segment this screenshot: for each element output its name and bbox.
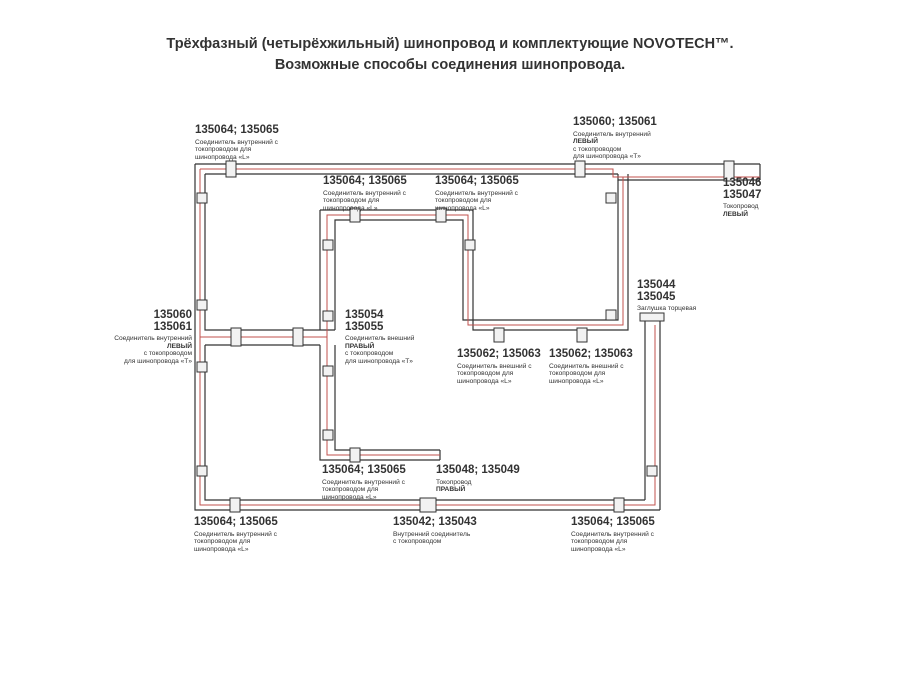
connector [605,309,617,321]
connector [322,365,334,377]
connector [349,447,361,463]
connector [613,497,625,513]
track-left-inner-top [204,174,335,331]
connector [646,465,658,477]
connector [576,327,588,343]
connector [605,192,617,204]
track-branch [319,345,440,461]
connector [196,192,208,204]
end-cap [639,312,665,322]
connector [292,327,304,347]
connector [322,239,334,251]
connector [574,160,586,178]
connector [196,465,208,477]
connector [493,327,505,343]
connector [322,429,334,441]
track-left-outer [194,164,660,511]
connector [196,299,208,311]
label-end-cap: 135044 135045 Заглушка торцевая [637,279,697,312]
connector [464,239,476,251]
connector [230,327,242,347]
connector [349,207,361,223]
connector [723,160,735,182]
connector [322,310,334,322]
connector [435,207,447,223]
track-inner-loop-outer [320,174,629,331]
track-left-inner-bottom [204,345,645,501]
connector [419,497,437,513]
diagram-subtitle: Возможные способы соединения шинопровода… [274,57,626,73]
diagram-title: Трёхфазный (четырёхжильный) шинопровод и… [166,36,734,52]
connector [196,361,208,373]
connector [225,160,237,178]
connector [229,497,241,513]
